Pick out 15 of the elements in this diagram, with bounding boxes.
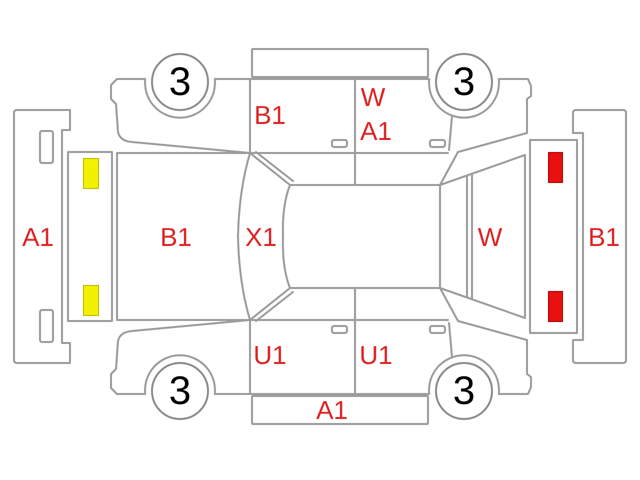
damage-code: U1 — [359, 342, 393, 368]
damage-code: W — [360, 84, 386, 110]
rating-number: 3 — [168, 371, 192, 411]
damage-code: B1 — [588, 224, 620, 250]
damage-code: A1 — [360, 118, 392, 144]
damage-code: A1 — [316, 397, 348, 423]
rating-number: 3 — [452, 371, 476, 411]
damage-code: U1 — [253, 342, 287, 368]
damage-code: W — [478, 224, 502, 250]
rating-number: 3 — [168, 62, 192, 102]
damage-code: B1 — [254, 102, 286, 128]
damage-code: B1 — [160, 224, 192, 250]
damage-code: A1 — [22, 224, 54, 250]
rating-number: 3 — [452, 62, 476, 102]
damage-code: X1 — [245, 224, 277, 250]
